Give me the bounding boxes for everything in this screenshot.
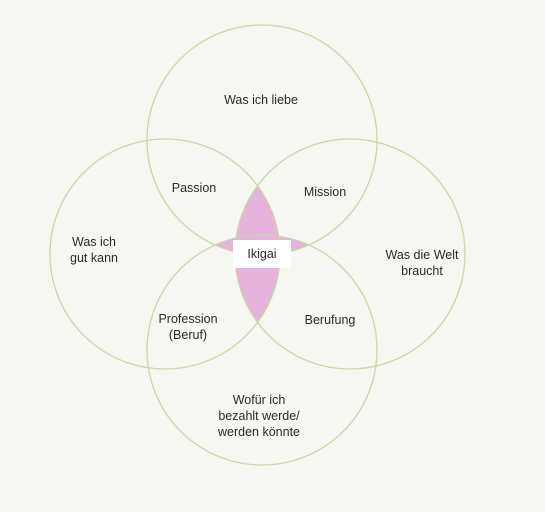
- circle-bezahlt-werden: [146, 234, 378, 466]
- ikigai-center-box: [233, 240, 291, 268]
